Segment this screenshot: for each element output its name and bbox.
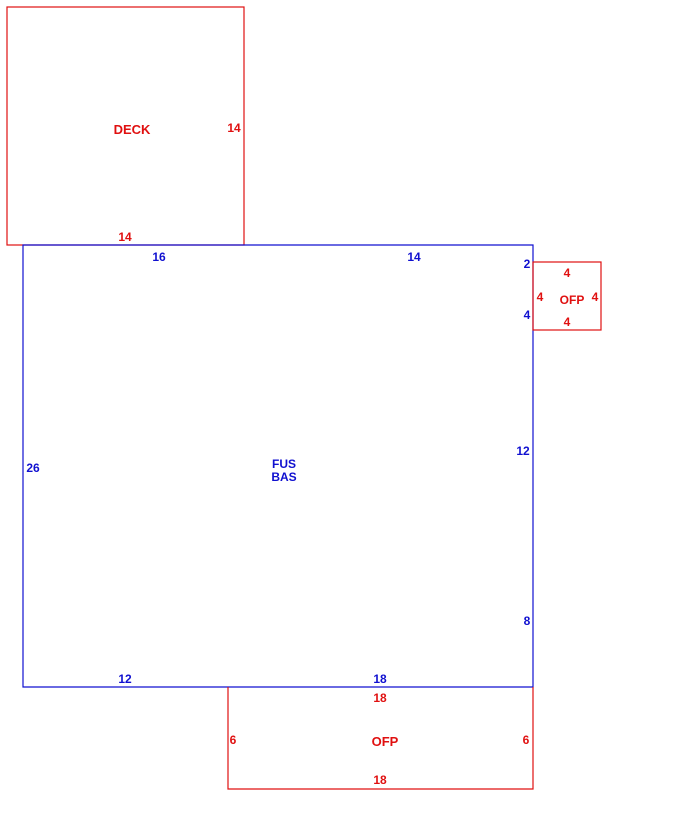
ofp-bottom-dim-left: 6 <box>230 733 237 747</box>
deck-dim-right: 14 <box>227 121 241 135</box>
ofp-bottom-dim-bottom: 18 <box>373 773 387 787</box>
main-dim-bottom-right: 18 <box>373 672 387 686</box>
deck-dim-bottom: 14 <box>118 230 132 244</box>
ofp-side-dim-left: 4 <box>537 290 544 304</box>
deck-label: DECK <box>114 122 151 137</box>
main-dim-right-middle: 12 <box>516 444 530 458</box>
ofp-side-dim-bottom: 4 <box>564 315 571 329</box>
main-dim-right-lower: 8 <box>524 614 531 628</box>
ofp-side-dim-right: 4 <box>592 290 599 304</box>
ofp-side-outline <box>532 261 602 331</box>
main-area-label-fus: FUS <box>272 457 296 471</box>
main-dim-top-left: 16 <box>152 250 166 264</box>
main-dim-bottom-left: 12 <box>118 672 132 686</box>
ofp-bottom-dim-top: 18 <box>373 691 387 705</box>
ofp-bottom-dim-right: 6 <box>523 733 530 747</box>
main-dim-left: 26 <box>26 461 40 475</box>
ofp-side-dim-top: 4 <box>564 266 571 280</box>
ofp-side-label: OFP <box>560 293 585 307</box>
ofp-bottom-label: OFP <box>372 734 399 749</box>
main-dim-right-upper: 4 <box>524 308 531 322</box>
main-area-label-bas: BAS <box>271 470 296 484</box>
ofp-bottom-outline <box>227 687 534 790</box>
main-dim-right-top: 2 <box>524 257 531 271</box>
main-dim-top-right: 14 <box>407 250 421 264</box>
main-area-outline <box>22 244 534 688</box>
